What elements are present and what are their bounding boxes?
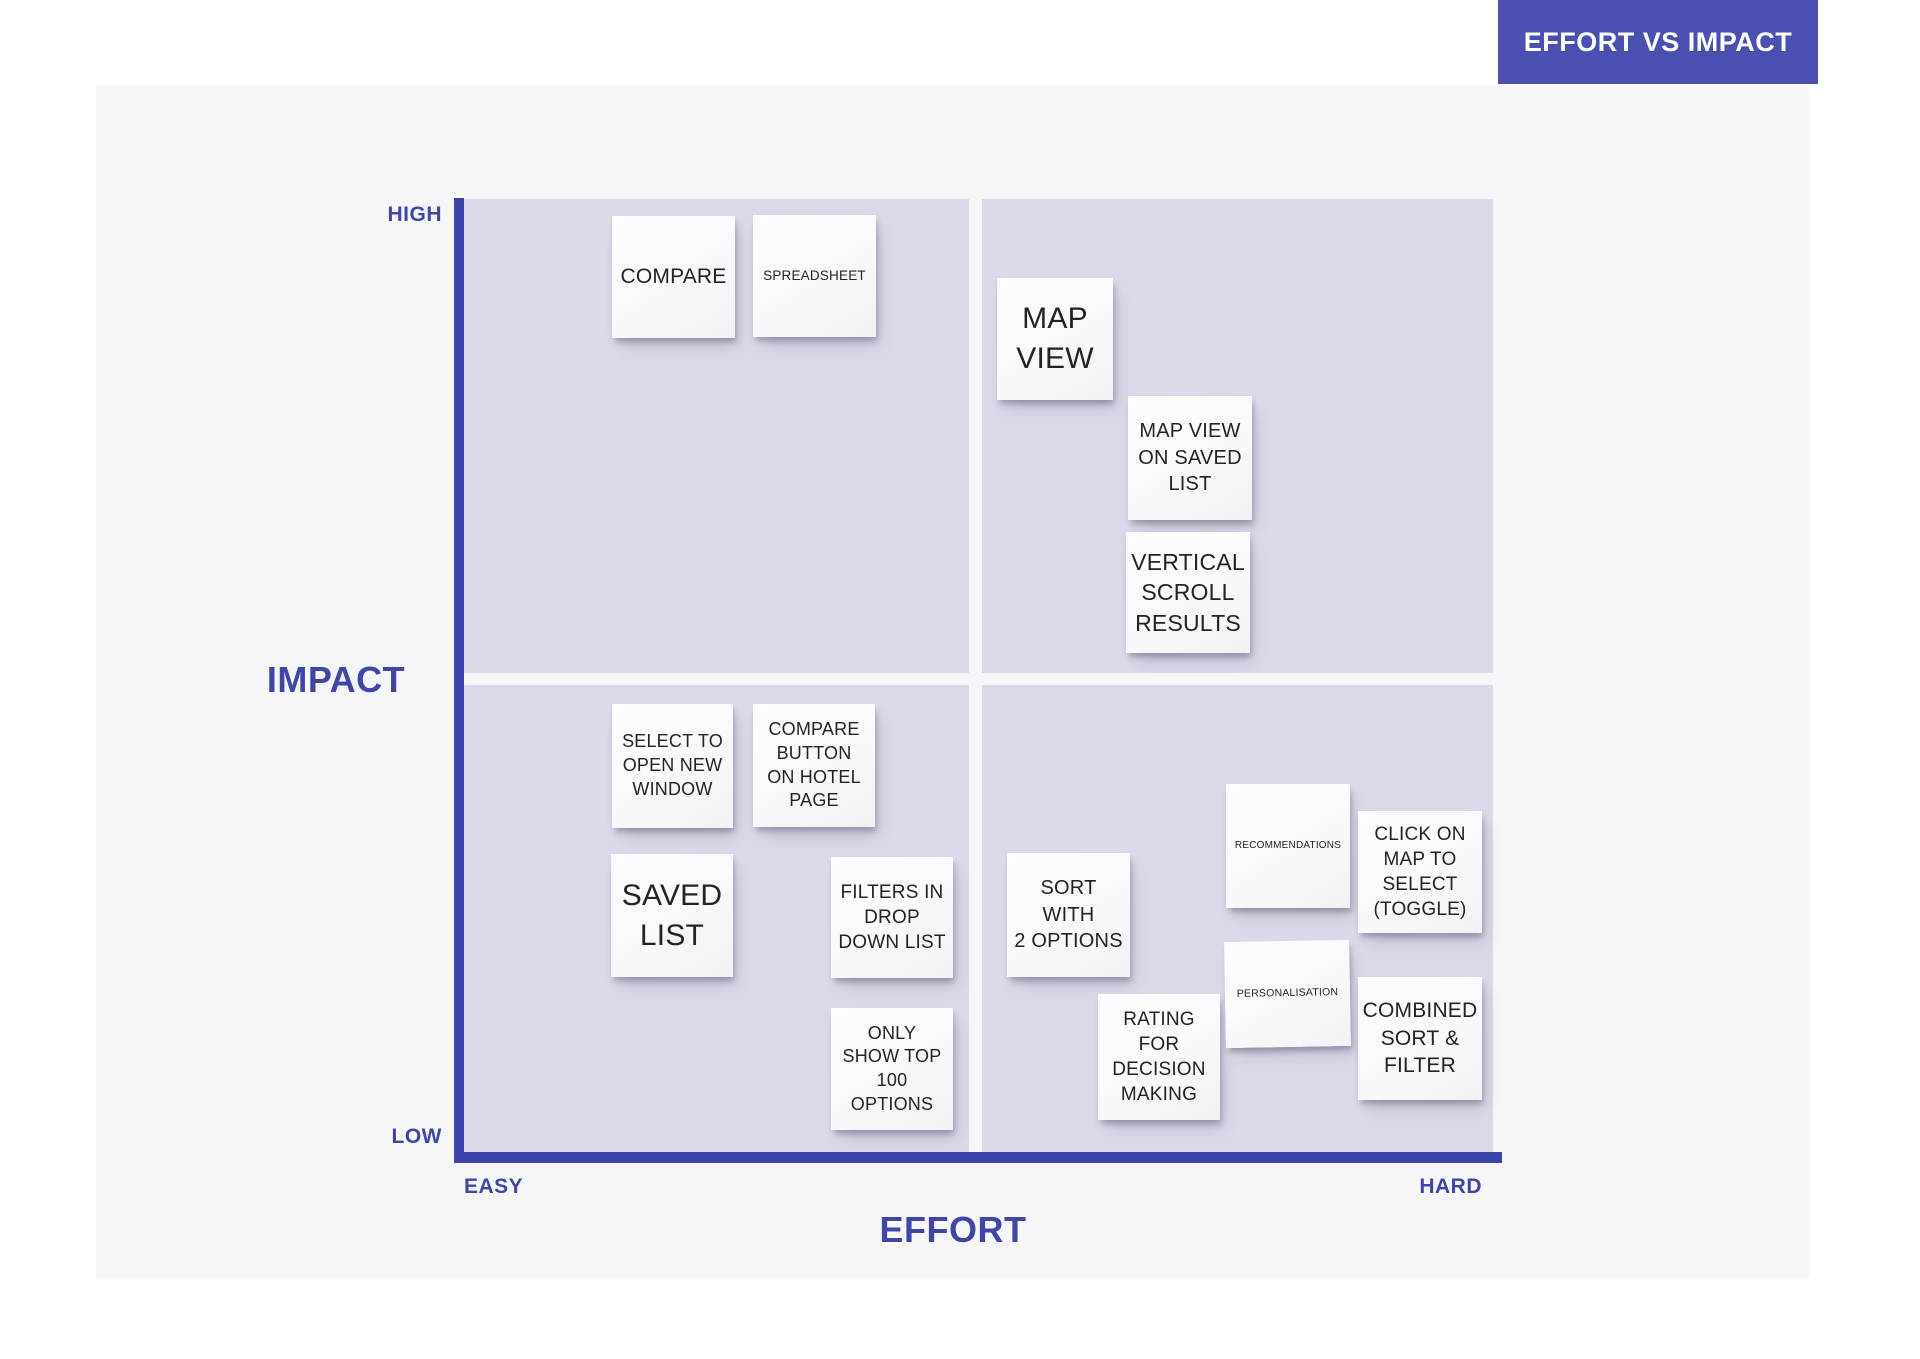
sticky-note-spreadsheet[interactable]: SPREADSHEET bbox=[753, 215, 876, 337]
sticky-note-label: MAP VIEW ON SAVED LIST bbox=[1138, 420, 1242, 496]
sticky-note-personalisation[interactable]: PERSONALISATION bbox=[1224, 939, 1351, 1049]
sticky-note-only-show-top-100[interactable]: ONLY SHOW TOP 100 OPTIONS bbox=[831, 1008, 953, 1130]
impact-axis-label: IMPACT bbox=[266, 659, 406, 700]
impact-axis-line bbox=[454, 198, 464, 1163]
sticky-note-label: RATING FOR DECISION MAKING bbox=[1112, 1008, 1206, 1106]
sticky-note-compare-button-hotel-page[interactable]: COMPARE BUTTON ON HOTEL PAGE bbox=[753, 704, 875, 827]
sticky-note-label: COMBINED SORT & FILTER bbox=[1362, 998, 1478, 1078]
effort-axis-line bbox=[454, 1152, 1502, 1163]
sticky-note-combined-sort-filter[interactable]: COMBINED SORT & FILTER bbox=[1358, 977, 1482, 1100]
sticky-note-click-map-select-toggle[interactable]: CLICK ON MAP TO SELECT (TOGGLE) bbox=[1358, 811, 1482, 933]
impact-low-label: LOW bbox=[391, 1125, 442, 1148]
sticky-note-label: SELECT TO OPEN NEW WINDOW bbox=[622, 731, 723, 799]
sticky-note-rating-decision-making[interactable]: RATING FOR DECISION MAKING bbox=[1098, 994, 1220, 1120]
effort-easy-label: EASY bbox=[464, 1175, 524, 1198]
sticky-note-label: COMPARE BUTTON ON HOTEL PAGE bbox=[767, 719, 861, 811]
sticky-note-label: CLICK ON MAP TO SELECT (TOGGLE) bbox=[1373, 823, 1467, 921]
sticky-note-filters-drop-down[interactable]: FILTERS IN DROP DOWN LIST bbox=[831, 857, 953, 978]
sticky-note-sort-with-2-options[interactable]: SORT WITH 2 OPTIONS bbox=[1007, 853, 1130, 977]
effort-hard-label: HARD bbox=[1419, 1175, 1482, 1198]
sticky-note-label: VERTICAL SCROLL RESULTS bbox=[1131, 548, 1245, 636]
title-banner: EFFORT VS IMPACT bbox=[1498, 0, 1818, 84]
sticky-note-vertical-scroll-results[interactable]: VERTICAL SCROLL RESULTS bbox=[1126, 532, 1250, 653]
sticky-note-label: SPREADSHEET bbox=[763, 268, 866, 284]
sticky-note-label: ONLY SHOW TOP 100 OPTIONS bbox=[842, 1022, 942, 1114]
page-title: EFFORT VS IMPACT bbox=[1523, 26, 1793, 57]
impact-high-label: HIGH bbox=[387, 203, 442, 226]
sticky-note-label: COMPARE bbox=[620, 265, 727, 289]
sticky-note-label: SAVED LIST bbox=[621, 878, 723, 952]
sticky-note-map-view-saved-list[interactable]: MAP VIEW ON SAVED LIST bbox=[1128, 396, 1252, 520]
sticky-note-label: SORT WITH 2 OPTIONS bbox=[1014, 877, 1123, 953]
sticky-note-compare[interactable]: COMPARE bbox=[612, 216, 735, 338]
effort-axis-label: EFFORT bbox=[879, 1209, 1027, 1250]
sticky-note-select-open-new-window[interactable]: SELECT TO OPEN NEW WINDOW bbox=[612, 704, 733, 828]
sticky-note-map-view[interactable]: MAP VIEW bbox=[997, 278, 1113, 400]
sticky-note-label: FILTERS IN DROP DOWN LIST bbox=[838, 881, 946, 954]
sticky-note-saved-list[interactable]: SAVED LIST bbox=[611, 854, 733, 977]
sticky-note-recommendations[interactable]: RECOMMENDATIONS bbox=[1226, 784, 1350, 908]
sticky-note-label: RECOMMENDATIONS bbox=[1234, 840, 1342, 852]
sticky-note-label: PERSONALISATION bbox=[1236, 986, 1339, 1000]
sticky-note-label: MAP VIEW bbox=[1016, 302, 1094, 375]
